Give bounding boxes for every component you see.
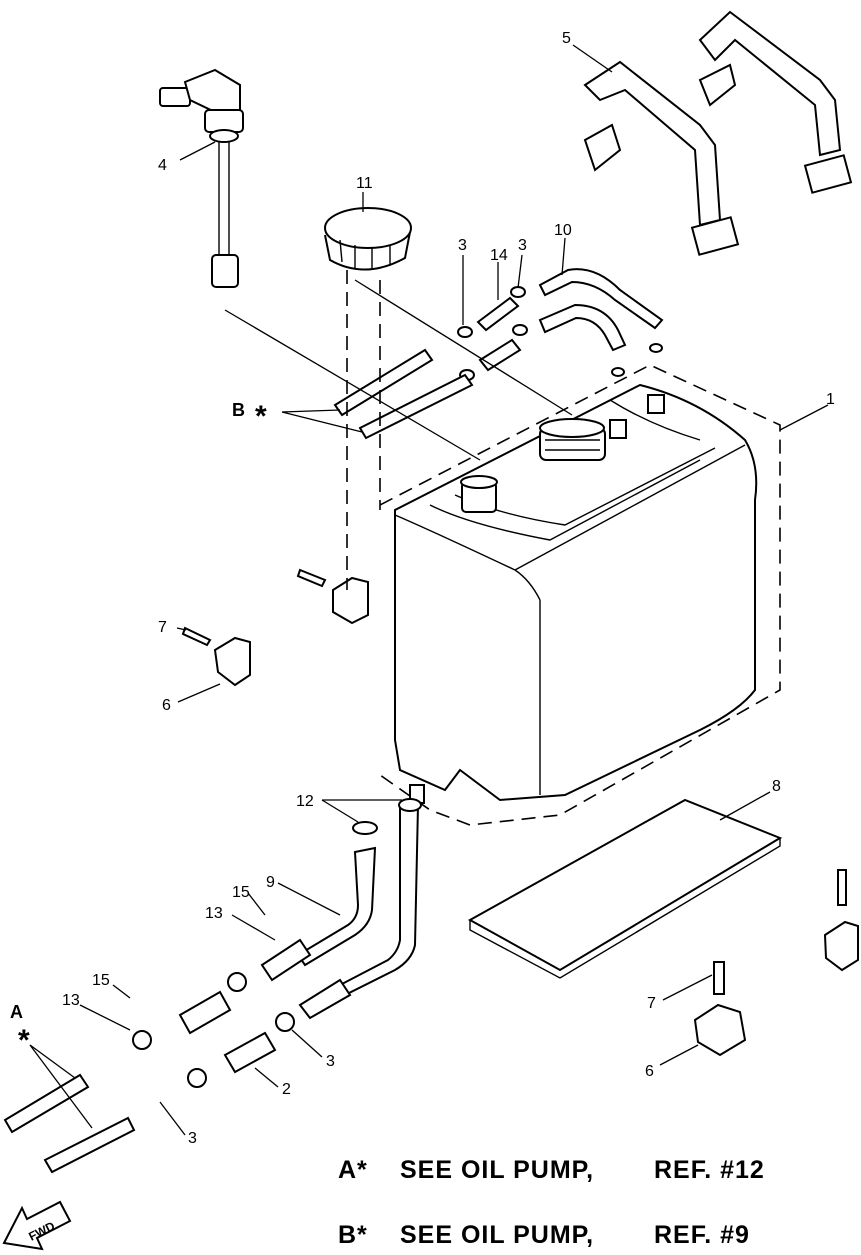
callout-13: 13 (62, 992, 80, 1009)
oil-filters (132, 938, 352, 1088)
callout-15: 15 (232, 884, 250, 901)
callout-4: 4 (158, 157, 167, 174)
callout-14: 14 (490, 247, 508, 264)
note-b-text: SEE OIL PUMP, (400, 1221, 594, 1249)
marker-a-star: * (18, 1024, 30, 1057)
connection-lines (224, 270, 573, 590)
callout-13: 13 (205, 905, 223, 922)
fwd-arrow-icon: FWD (2, 1200, 72, 1251)
note-a-text: SEE OIL PUMP, (400, 1156, 594, 1184)
callout-3: 3 (518, 237, 527, 254)
callout-3: 3 (458, 237, 467, 254)
tank-mat (467, 798, 783, 979)
callout-2: 2 (282, 1081, 291, 1098)
callout-5: 5 (562, 30, 571, 47)
reference-notes: A* SEE OIL PUMP, REF. #12 B* SEE OIL PUM… (338, 1156, 765, 1249)
callout-1: 1 (826, 391, 835, 408)
callout-7: 7 (158, 619, 167, 636)
callout-3: 3 (188, 1130, 197, 1147)
oil-pump-hoses-b (333, 348, 474, 440)
marker-a-letter: A (10, 1002, 23, 1022)
callout-12: 12 (296, 793, 314, 810)
reference-markers: A * B * (10, 400, 267, 1057)
filler-cap (324, 207, 412, 271)
callout-numbers: 1 2 3 3 3 3 4 5 6 6 7 7 8 9 10 11 12 13 … (62, 30, 835, 1147)
callout-9: 9 (266, 874, 275, 891)
callout-6: 6 (162, 697, 171, 714)
note-a-number: REF. #12 (654, 1156, 765, 1184)
note-b-ref: B* (338, 1221, 368, 1249)
callout-8: 8 (772, 778, 781, 795)
tank-straps (583, 10, 853, 256)
oil-tank (379, 364, 781, 826)
callout-11: 11 (356, 175, 373, 192)
level-sensor (159, 68, 244, 288)
brackets (181, 568, 859, 1057)
marker-b-star: * (255, 400, 267, 433)
callout-15: 15 (92, 972, 110, 989)
vent-hoses (457, 268, 664, 381)
note-a-ref: A* (338, 1156, 368, 1184)
leader-lines (29, 44, 829, 1136)
callout-7: 7 (647, 995, 656, 1012)
callout-10: 10 (554, 222, 572, 239)
oil-pump-hoses-a (3, 1073, 136, 1174)
callout-6: 6 (645, 1063, 654, 1080)
marker-b-letter: B (232, 400, 245, 420)
oil-hoses-lower (296, 798, 422, 997)
note-b-number: REF. #9 (654, 1221, 750, 1249)
callout-3: 3 (326, 1053, 335, 1070)
